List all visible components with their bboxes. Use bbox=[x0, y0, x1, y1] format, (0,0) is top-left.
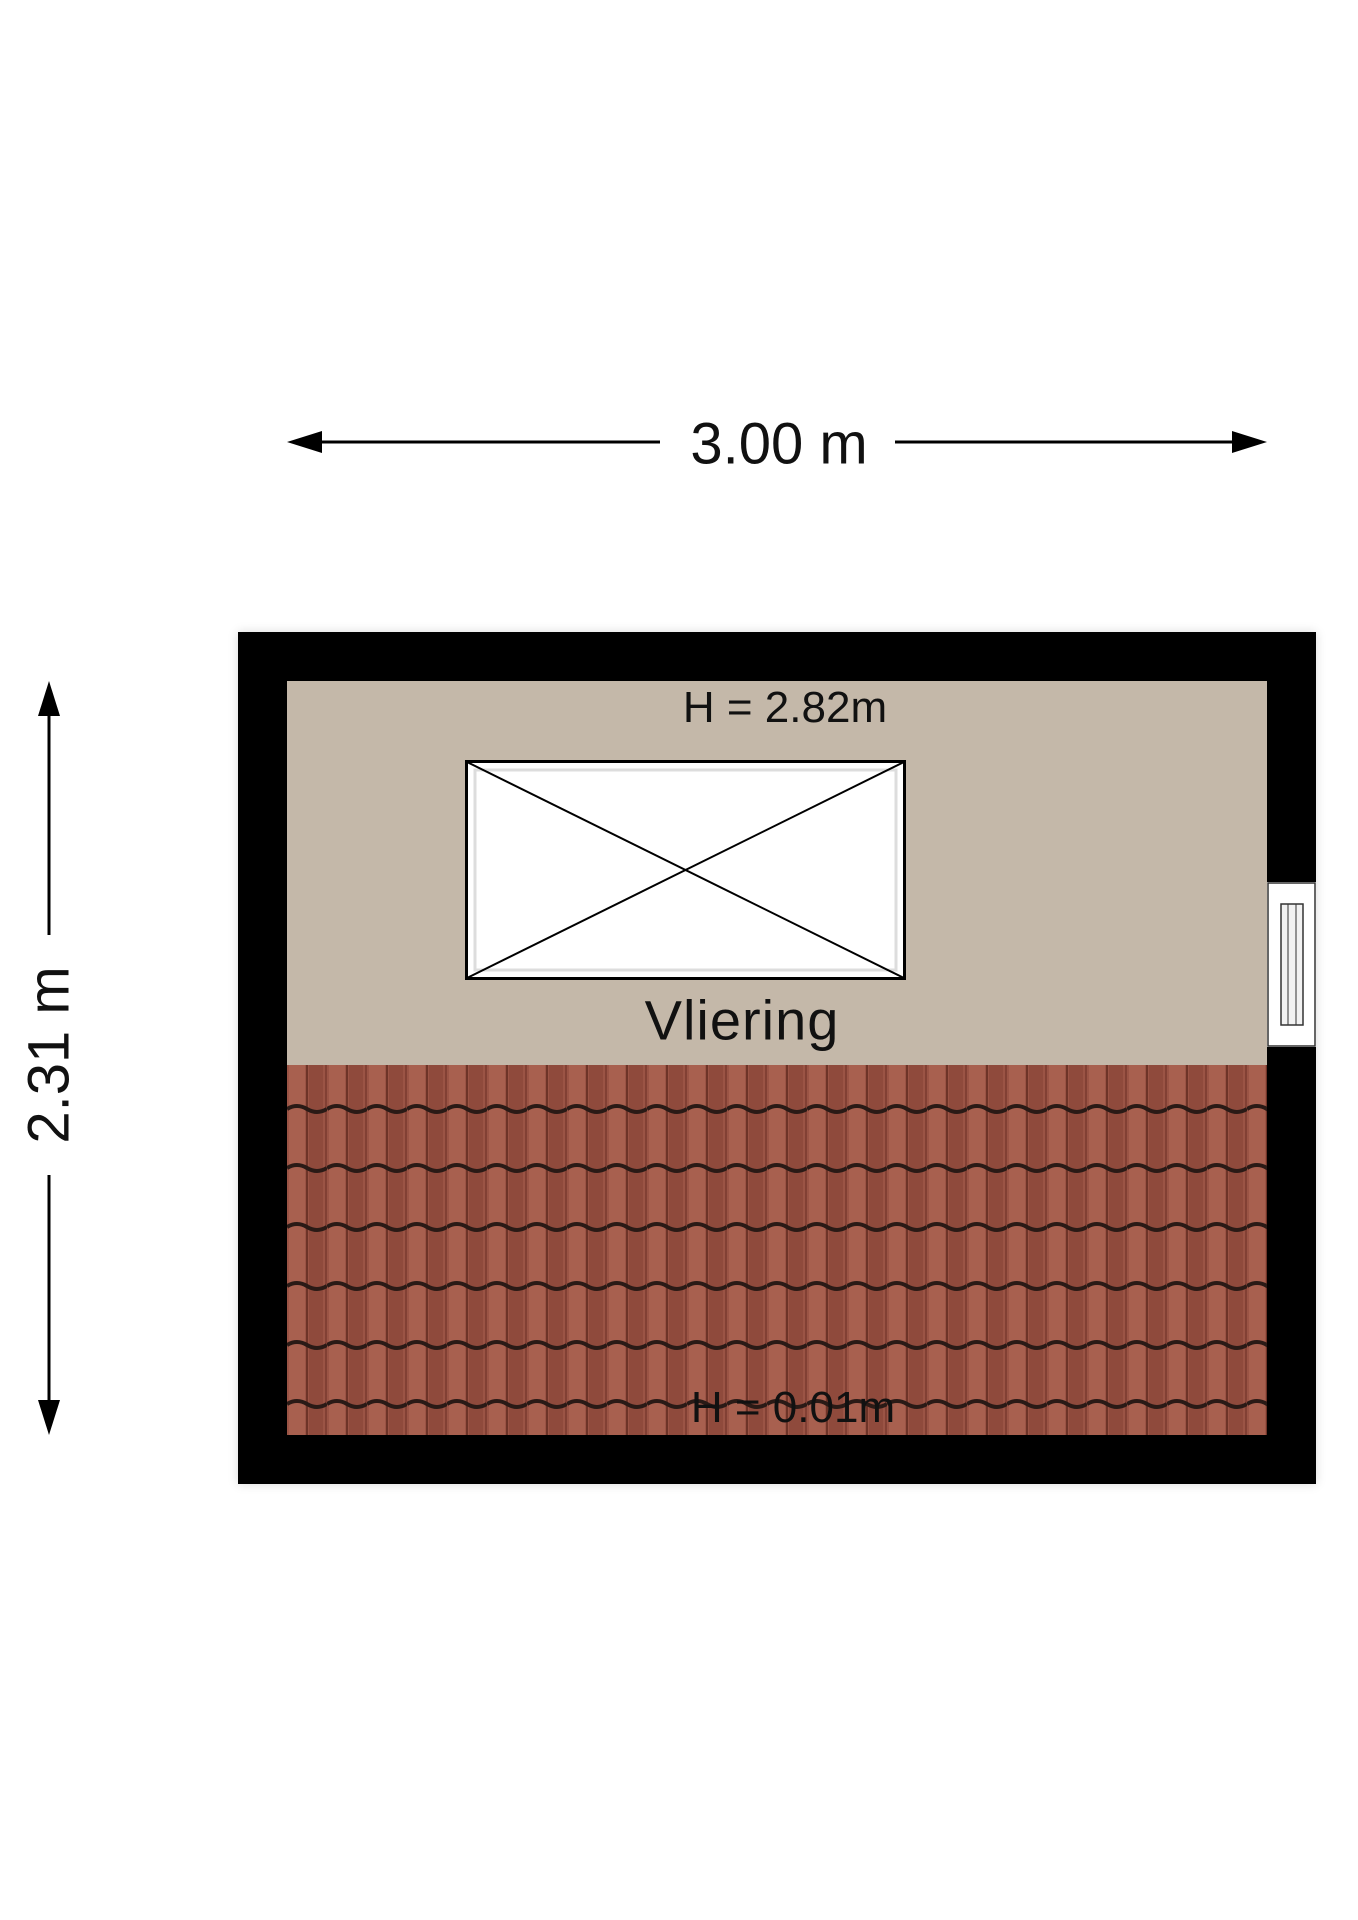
ceiling-height-high: H = 2.82m bbox=[682, 683, 888, 732]
roof-tiles bbox=[287, 1065, 1267, 1435]
width-label: 3.00 m bbox=[690, 411, 868, 477]
arrow-up-icon bbox=[38, 681, 60, 716]
depth-label: 2.31 m bbox=[16, 966, 82, 1144]
width-dimension-line bbox=[287, 431, 1267, 453]
arrow-left-icon bbox=[287, 431, 322, 453]
room-name: Vliering bbox=[644, 988, 840, 1052]
arrow-down-icon bbox=[38, 1400, 60, 1435]
depth-dimension-line bbox=[38, 681, 60, 1435]
arrow-right-icon bbox=[1232, 431, 1267, 453]
ceiling-height-low: H = 0.01m bbox=[690, 1383, 896, 1432]
side-window bbox=[1267, 882, 1316, 1047]
room-floor: H = 2.82m Vliering H = 0.01m bbox=[287, 681, 1267, 1435]
skylight bbox=[465, 760, 906, 980]
